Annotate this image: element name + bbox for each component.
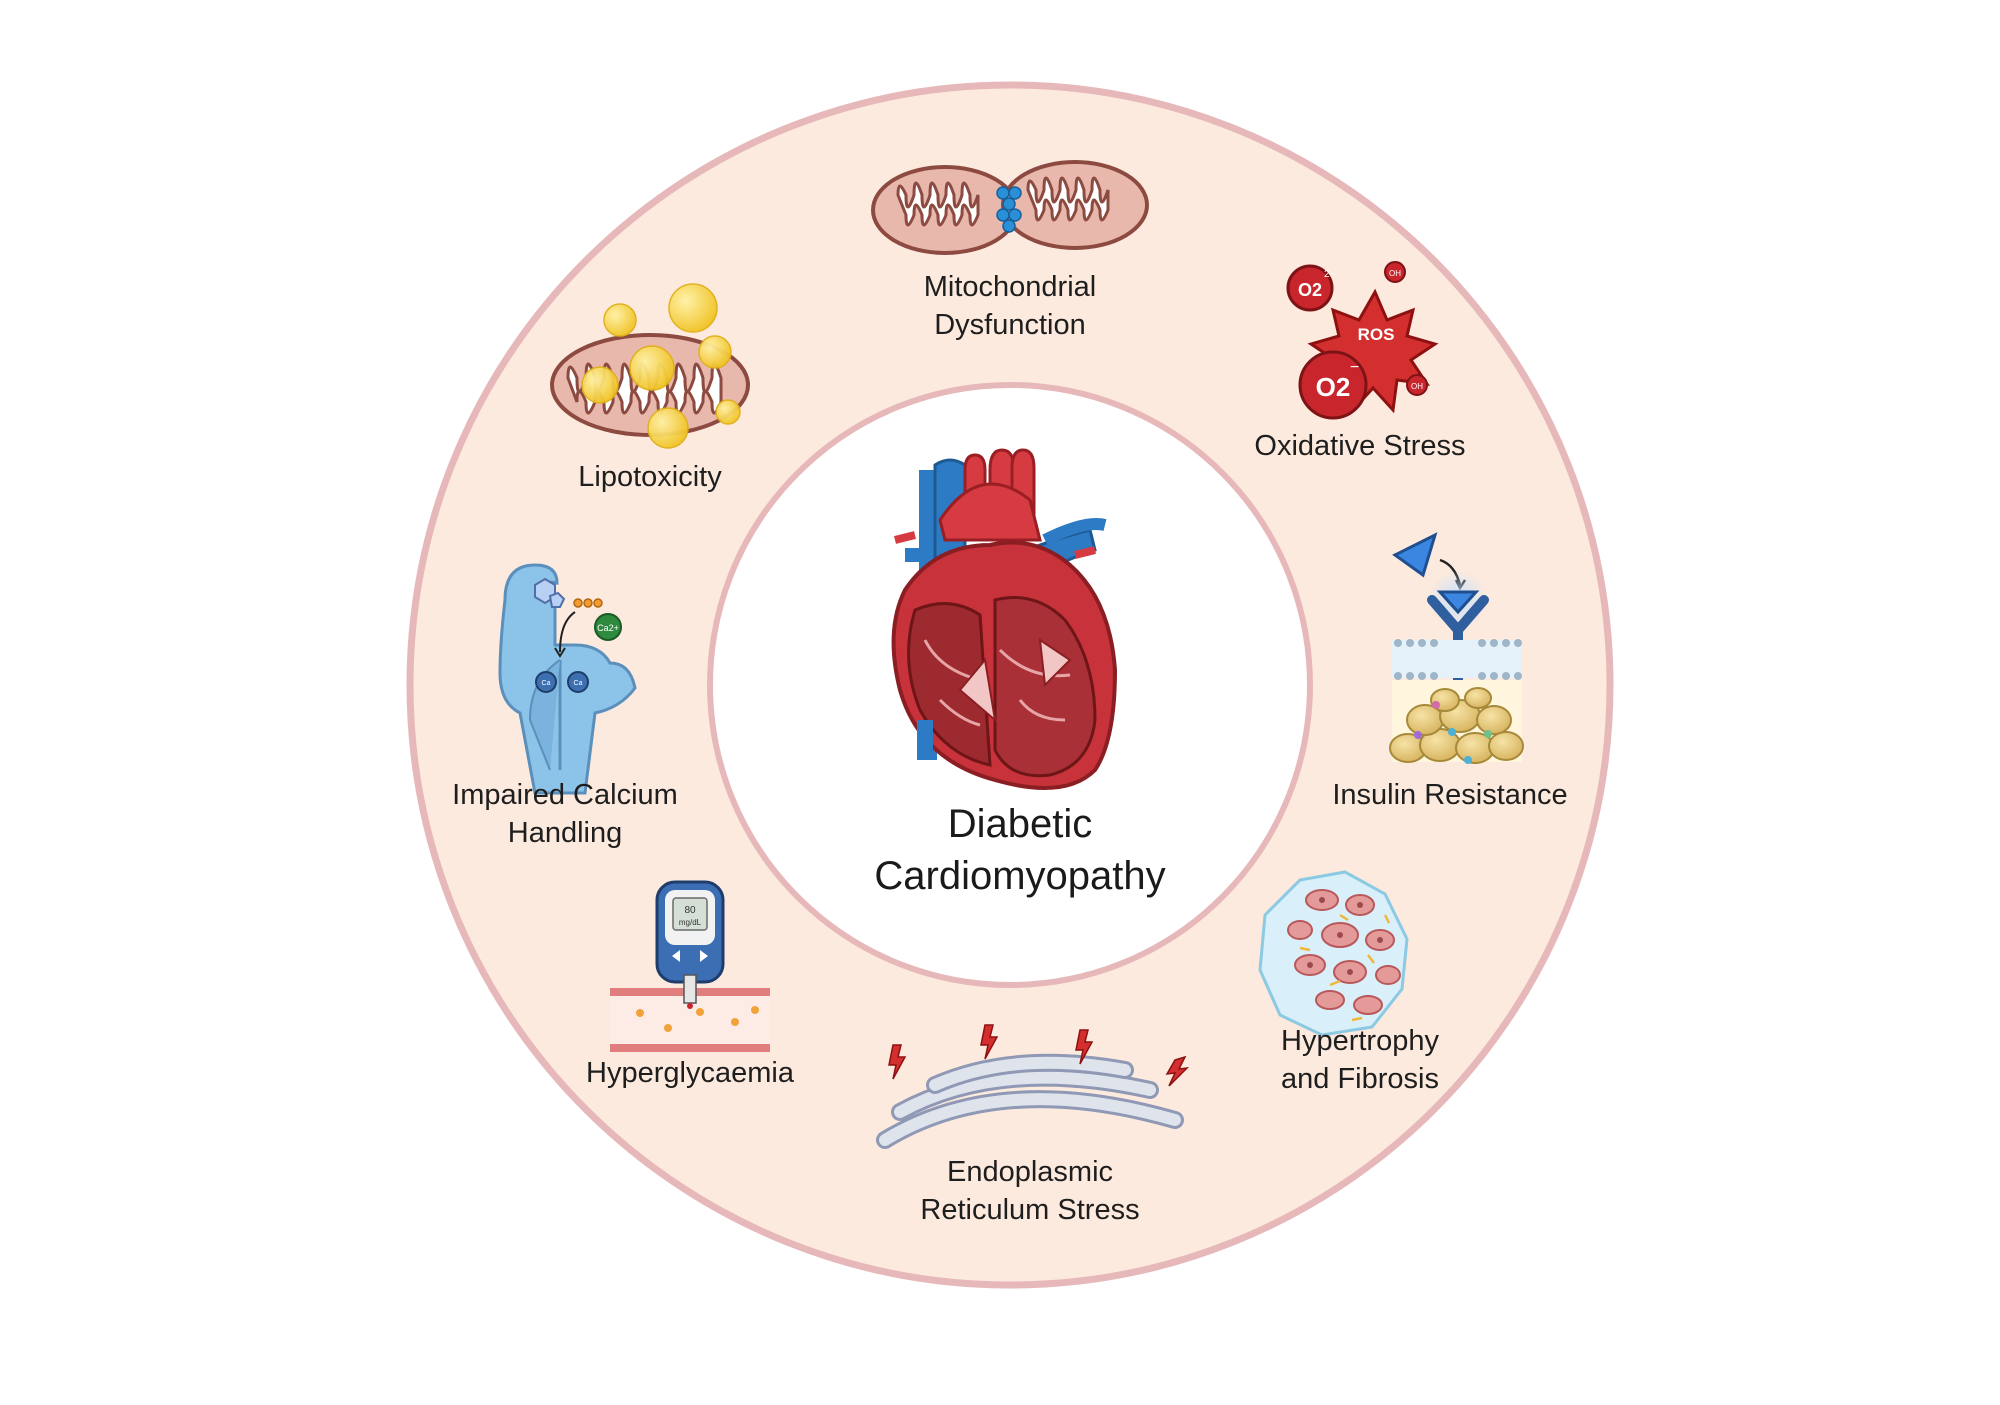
insulin-receptor-icon <box>1389 532 1524 764</box>
label-oxidative-line1: Oxidative Stress <box>1254 430 1466 462</box>
ros-burst-icon: ROS O2 2− O2 − OH OH <box>1286 261 1439 420</box>
label-er-line1: Endoplasmic <box>946 1156 1114 1188</box>
label-insulin-line1: Insulin Resistance <box>1332 779 1568 811</box>
oh-label-top: OH <box>1389 269 1401 278</box>
label-hyperglycaemia-line1: Hyperglycaemia <box>586 1057 794 1089</box>
o2-small-label: O2 <box>1298 280 1322 300</box>
ca-ion-label: Ca2+ <box>597 623 619 633</box>
lipid-mitochondria-icon <box>550 283 750 449</box>
label-lipotoxicity: Lipotoxicity <box>500 458 800 496</box>
label-hypertrophy-line2: and Fibrosis <box>1281 1063 1439 1095</box>
o2-large-label: O2 <box>1316 372 1351 402</box>
label-calcium-line2: Handling <box>507 817 623 849</box>
center-title-line1: Diabetic <box>947 802 1093 846</box>
oh-label-bottom: OH <box>1411 382 1423 391</box>
label-hyperglycaemia: Hyperglycaemia <box>540 1054 840 1092</box>
glucometer-value: 80 <box>684 905 696 916</box>
o2-small-charge: 2− <box>1324 269 1336 280</box>
center-title: Diabetic Cardiomyopathy <box>780 798 1260 902</box>
label-lipotoxicity-line1: Lipotoxicity <box>578 461 722 493</box>
ca-in-channel-left: Ca <box>542 680 551 687</box>
label-calcium-line1: Impaired Calcium <box>452 779 678 811</box>
label-mitochondrial-line2: Dysfunction <box>934 309 1086 341</box>
glucometer-icon: 80 mg/dL <box>610 880 770 1052</box>
mitochondria-fission-icon <box>871 160 1149 255</box>
label-impaired-calcium: Impaired Calcium Handling <box>410 776 720 852</box>
label-hypertrophy-line1: Hypertrophy <box>1281 1025 1439 1057</box>
label-hypertrophy-fibrosis: Hypertrophy and Fibrosis <box>1210 1022 1510 1098</box>
glucometer-unit: mg/dL <box>679 918 702 927</box>
ca-in-channel-right: Ca <box>574 680 583 687</box>
endoplasmic-reticulum-icon <box>876 1024 1190 1149</box>
heart-icon <box>891 448 1118 790</box>
fibrotic-tissue-icon <box>1258 870 1409 1037</box>
label-insulin-resistance: Insulin Resistance <box>1300 776 1600 814</box>
label-mitochondrial-line1: Mitochondrial <box>923 271 1097 303</box>
label-er-line2: Reticulum Stress <box>920 1194 1140 1226</box>
o2-large-charge: − <box>1350 359 1359 376</box>
label-mitochondrial-dysfunction: Mitochondrial Dysfunction <box>860 268 1160 344</box>
calcium-channel-icon: Ca Ca Ca2+ <box>498 563 637 795</box>
center-title-line2: Cardiomyopathy <box>874 854 1166 898</box>
ros-label: ROS <box>1358 325 1395 344</box>
label-oxidative-stress: Oxidative Stress <box>1210 427 1510 465</box>
label-er-stress: Endoplasmic Reticulum Stress <box>880 1153 1180 1229</box>
